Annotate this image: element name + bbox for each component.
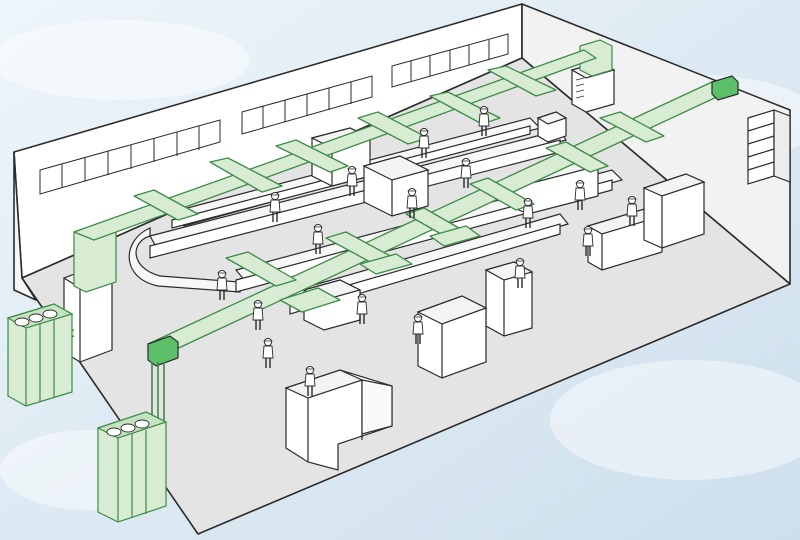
duct-terminal-box — [147, 75, 739, 367]
worker-figure — [406, 187, 418, 218]
outdoor-unit-right — [96, 411, 168, 523]
supply-duct-cross — [279, 225, 481, 313]
worker-figure — [216, 269, 228, 300]
storage-cabinet-large — [416, 295, 488, 379]
conveyor-line-2 — [149, 129, 567, 259]
worker-figure — [478, 105, 490, 136]
worker-figure — [312, 223, 324, 254]
ceiling-air-handler — [570, 39, 616, 113]
worker-figure — [626, 195, 638, 226]
window-band-right — [391, 33, 509, 88]
window-band-center — [241, 75, 373, 135]
workers — [216, 105, 638, 396]
machine-gate-3 — [536, 111, 568, 143]
storage-cabinet-tall — [484, 261, 534, 337]
outdoor-unit-left — [6, 303, 74, 407]
machine-gate-2 — [362, 155, 430, 217]
worker-figure — [574, 179, 586, 210]
worker-figure — [356, 293, 368, 324]
worker-figure — [346, 165, 358, 196]
worker-figure — [460, 157, 472, 188]
packing-station — [586, 173, 706, 271]
worker-figure — [304, 365, 316, 396]
worker-figure — [262, 337, 274, 368]
worker-figure — [412, 313, 424, 344]
air-handling-unit — [62, 221, 117, 363]
storage-rack — [747, 109, 791, 185]
window-band-left — [39, 119, 221, 195]
worker-figure — [418, 127, 430, 158]
worker-figure — [269, 191, 281, 222]
worker-figure — [582, 225, 594, 256]
worker-figure — [252, 299, 264, 330]
left-wall — [13, 151, 37, 301]
worker-figure — [522, 197, 534, 228]
worker-figure — [514, 257, 526, 288]
conveyor-loop — [128, 227, 241, 293]
